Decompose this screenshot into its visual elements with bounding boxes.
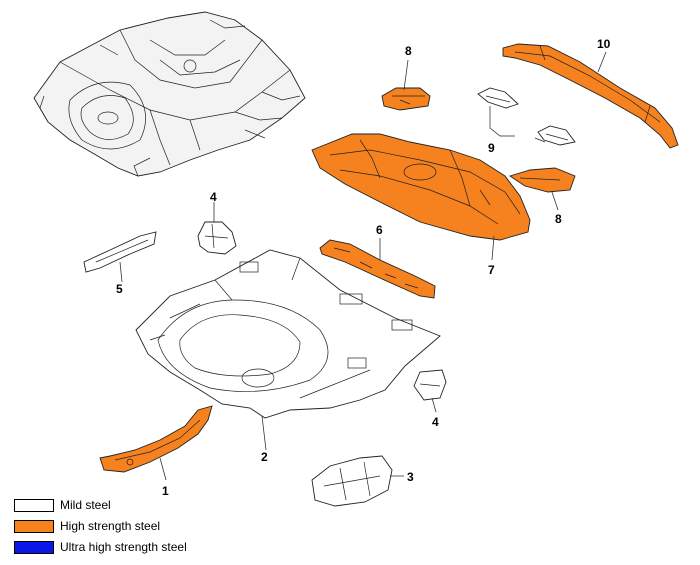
callout-7: 7	[488, 263, 495, 277]
callout-6: 6	[376, 223, 383, 237]
callout-2: 2	[261, 450, 268, 464]
legend-item-high-strength-steel: High strength steel	[14, 518, 160, 534]
callout-5: 5	[116, 282, 123, 296]
part-7-rear-floor-panel	[311, 133, 531, 241]
callout-4-upper: 4	[210, 190, 217, 204]
legend-item-ultra-high-strength-steel: Ultra high strength steel	[14, 539, 187, 555]
part-10-cross-member	[502, 43, 679, 149]
legend-label: Ultra high strength steel	[60, 540, 187, 554]
part-8-lower-bracket	[508, 167, 576, 193]
part-5-rail	[83, 231, 157, 273]
part-4-lower-bracket	[413, 369, 447, 401]
legend-item-mild-steel: Mild steel	[14, 497, 111, 513]
callout-8-upper: 8	[405, 44, 412, 58]
legend-label: Mild steel	[60, 498, 111, 512]
legend-swatch-mild-steel	[14, 498, 54, 512]
part-9-brackets	[477, 87, 576, 146]
callout-10: 10	[597, 37, 611, 51]
callout-9: 9	[488, 141, 495, 155]
part-4-upper-bracket	[197, 221, 237, 255]
callout-8-lower: 8	[555, 212, 562, 226]
part-6-cross-strip	[319, 239, 436, 299]
legend-swatch-ultra-high-strength-steel	[14, 540, 54, 554]
assembled-rear-floor	[33, 11, 306, 177]
legend-label: High strength steel	[60, 519, 161, 533]
part-2-rear-floor	[135, 249, 441, 419]
part-1-side-member	[99, 405, 213, 473]
callout-4-lower: 4	[432, 415, 439, 429]
leader-lines	[119, 51, 607, 481]
callout-1: 1	[162, 484, 169, 498]
callout-3: 3	[407, 470, 414, 484]
legend-swatch-high-strength-steel	[14, 519, 54, 533]
part-8-upper-bracket	[381, 87, 431, 111]
part-3-bracket	[311, 455, 393, 507]
